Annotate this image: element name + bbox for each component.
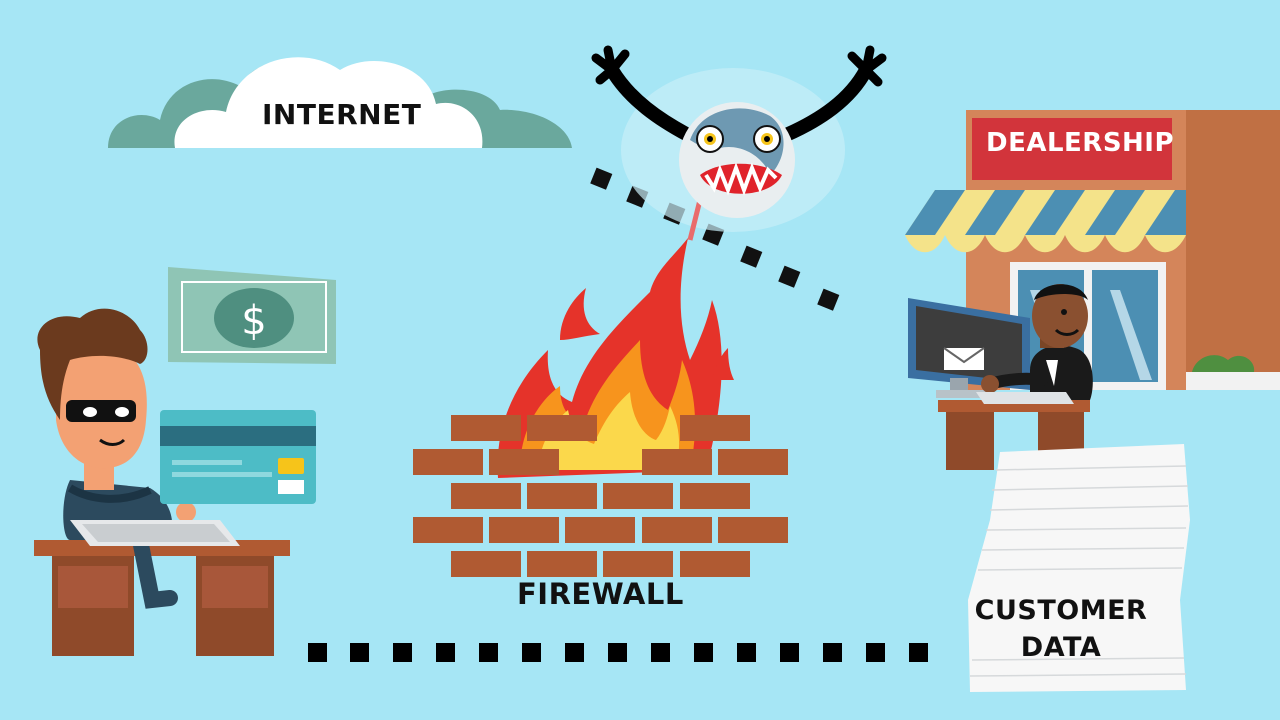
internet-label: INTERNET (262, 98, 422, 131)
network-link-dashes (308, 643, 928, 662)
dealership-label: DEALERSHIP (986, 128, 1175, 158)
paper-stack-icon (968, 444, 1190, 692)
dollar-bill-icon (168, 267, 336, 364)
virus-monster-icon (591, 45, 887, 241)
computer-monitor-icon (908, 298, 1030, 398)
employee-icon (976, 284, 1093, 404)
cloud-icon (108, 57, 572, 148)
firewall-label: FIREWALL (517, 577, 684, 611)
keyboard-icon (70, 520, 240, 546)
dollar-sign: $ (241, 298, 266, 344)
fire-icon (497, 238, 734, 478)
credit-card-icon (160, 410, 316, 504)
email-icon (943, 347, 985, 370)
customer-data-label: CUSTOMER DATA (974, 595, 1148, 663)
dealership-sign (974, 120, 1170, 178)
brick-wall-icon (413, 415, 788, 577)
